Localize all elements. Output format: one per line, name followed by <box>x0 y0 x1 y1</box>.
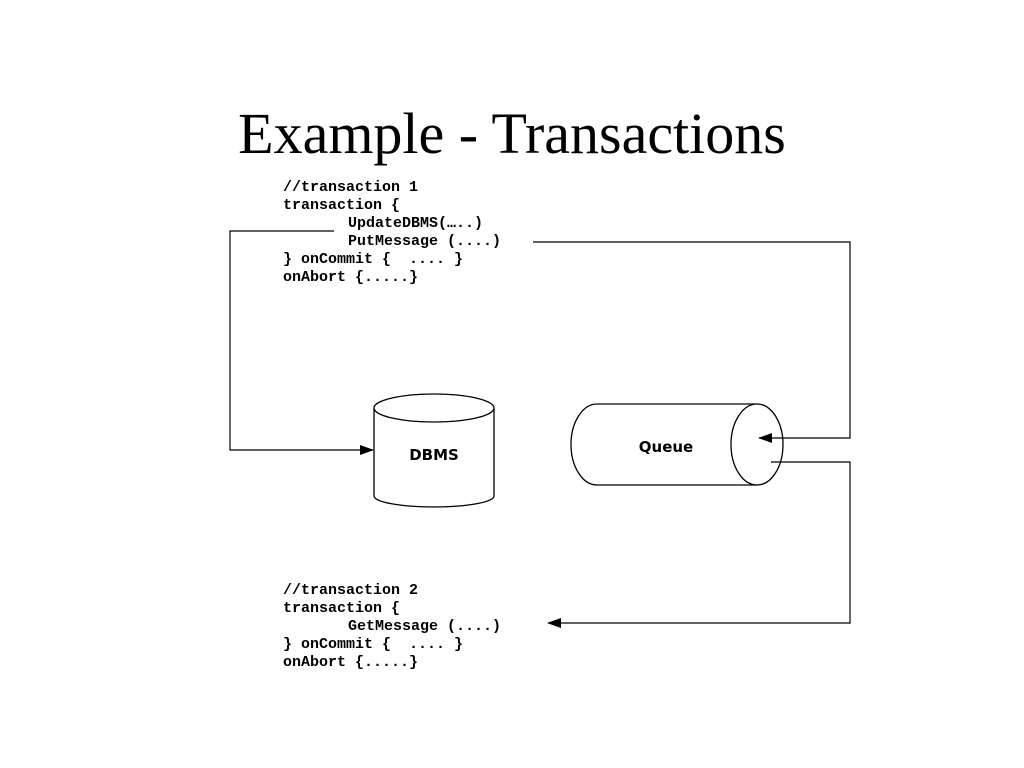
get-message-arrow <box>547 461 851 628</box>
code-line: onAbort {.....} <box>283 654 419 671</box>
code-line: transaction { <box>283 197 401 214</box>
queue-label: Queue <box>639 438 693 456</box>
dbms-label: DBMS <box>409 446 459 464</box>
code-line: } onCommit { .... } <box>283 636 464 653</box>
code-line: //transaction 2 <box>283 582 419 599</box>
put-message-arrow <box>533 241 851 443</box>
slide-title: Example - Transactions <box>238 101 786 166</box>
code-line: UpdateDBMS(…..) <box>348 215 484 232</box>
code-line: PutMessage (....) <box>348 233 502 250</box>
update-dbms-arrow <box>229 230 374 455</box>
dbms-cylinder: DBMS <box>373 393 495 508</box>
code-line: } onCommit { .... } <box>283 251 464 268</box>
code-line: onAbort {.....} <box>283 269 419 286</box>
queue-cylinder: Queue <box>570 403 784 486</box>
transaction-2-code: //transaction 2 transaction { GetMessage… <box>283 582 501 672</box>
code-line: GetMessage (....) <box>348 618 502 635</box>
transaction-1-code: //transaction 1 transaction { UpdateDBMS… <box>283 179 501 287</box>
code-line: //transaction 1 <box>283 179 419 196</box>
code-line: transaction { <box>283 600 401 617</box>
